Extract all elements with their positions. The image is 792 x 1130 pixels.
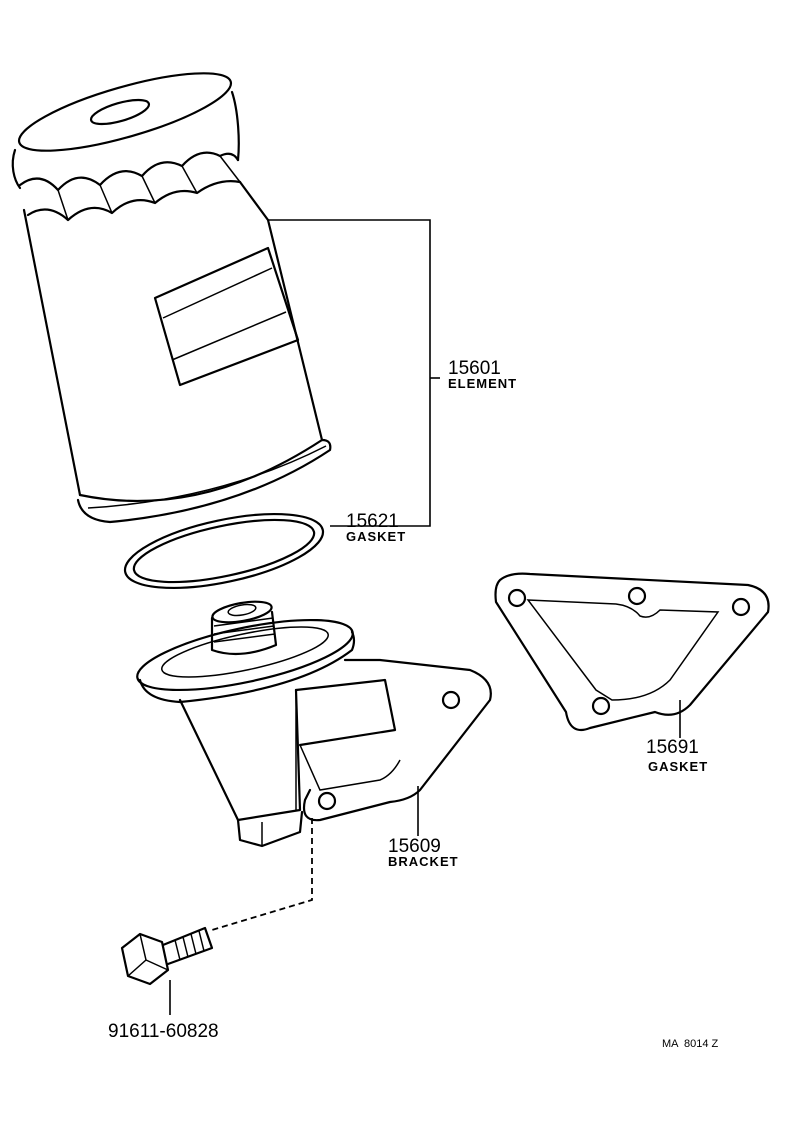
bolt-drawing: [120, 926, 214, 986]
bracket-drawing: [136, 600, 492, 848]
gasket-ring-part-name: GASKET: [346, 529, 406, 544]
gasket-plate-drawing: [494, 572, 770, 732]
leader-lines: [169, 219, 681, 1015]
bolt-part-number: 91611-60828: [108, 1021, 219, 1042]
element-part-name: ELEMENT: [448, 376, 517, 391]
figure-code: MA 8014 Z: [662, 1038, 719, 1050]
oil-filter-element-drawing: [11, 72, 332, 524]
bracket-part-name: BRACKET: [388, 854, 459, 869]
gasket-ring-part-number: 15621: [346, 511, 399, 532]
bracket-part-number: 15609: [388, 836, 441, 857]
gasket-plate-part-number: 15691: [646, 737, 699, 758]
gasket-ring-drawing: [123, 513, 325, 589]
bolt-assembly-line: [211, 818, 313, 931]
element-part-number: 15601: [448, 358, 501, 379]
gasket-plate-part-name: GASKET: [648, 759, 708, 774]
